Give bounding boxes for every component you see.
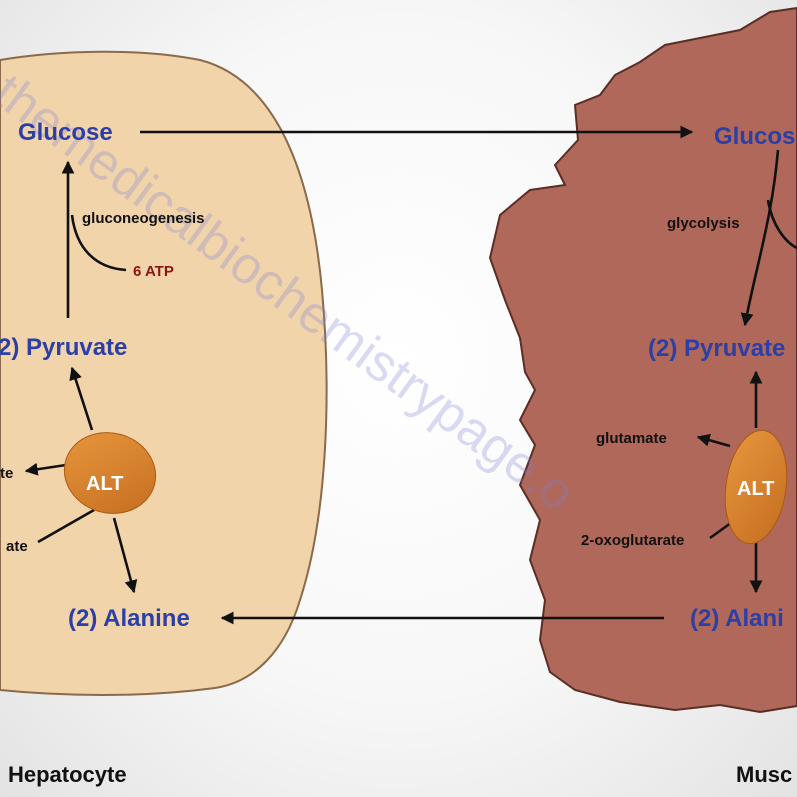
muscle-oxoglutarate-label: 2-oxoglutarate xyxy=(581,532,684,549)
hepatocyte-alanine-label: (2) Alanine xyxy=(68,605,190,632)
muscle-cell xyxy=(488,6,797,714)
glycolysis-label: glycolysis xyxy=(667,215,740,232)
hepatocyte-glutamate-label: te xyxy=(0,465,13,482)
arrow-oxoglutarate-to-alt xyxy=(37,508,95,544)
arrow-glucose-to-pyruvate xyxy=(740,149,780,327)
hepatocyte-oxoglutarate-label: ate xyxy=(6,538,28,555)
arrow-alt-to-pyruvate xyxy=(69,366,94,431)
muscle-cell-label: Musc xyxy=(736,762,792,787)
muscle-alanine-label: (2) Alani xyxy=(690,605,784,632)
gluconeogenesis-label: gluconeogenesis xyxy=(82,210,205,227)
arrow-alt-to-glutamate xyxy=(24,462,67,476)
muscle-alt-enzyme xyxy=(724,429,788,545)
arrow-alt-to-alanine xyxy=(112,517,138,594)
arrow-alt-to-muscle-glutamate xyxy=(696,433,731,448)
hepatocyte-pyruvate-label: (2) Pyruvate xyxy=(0,334,127,361)
hepatocyte-cell-label: Hepatocyte xyxy=(8,762,127,787)
glycolysis-branch-curve xyxy=(766,199,797,250)
muscle-glutamate-label: glutamate xyxy=(596,430,667,447)
arrow-atp-input xyxy=(70,214,127,272)
atp-label: 6 ATP xyxy=(133,263,174,280)
muscle-pyruvate-label: (2) Pyruvate xyxy=(648,335,785,362)
hepatocyte-alt-enzyme xyxy=(63,432,157,514)
hepatocyte-alt-label: ALT xyxy=(86,473,123,495)
hepatocyte-cell xyxy=(0,50,328,696)
muscle-alt-label: ALT xyxy=(737,478,774,500)
muscle-glucose-label: Glucos xyxy=(714,123,795,150)
hepatocyte-glucose-label: Glucose xyxy=(18,119,113,146)
